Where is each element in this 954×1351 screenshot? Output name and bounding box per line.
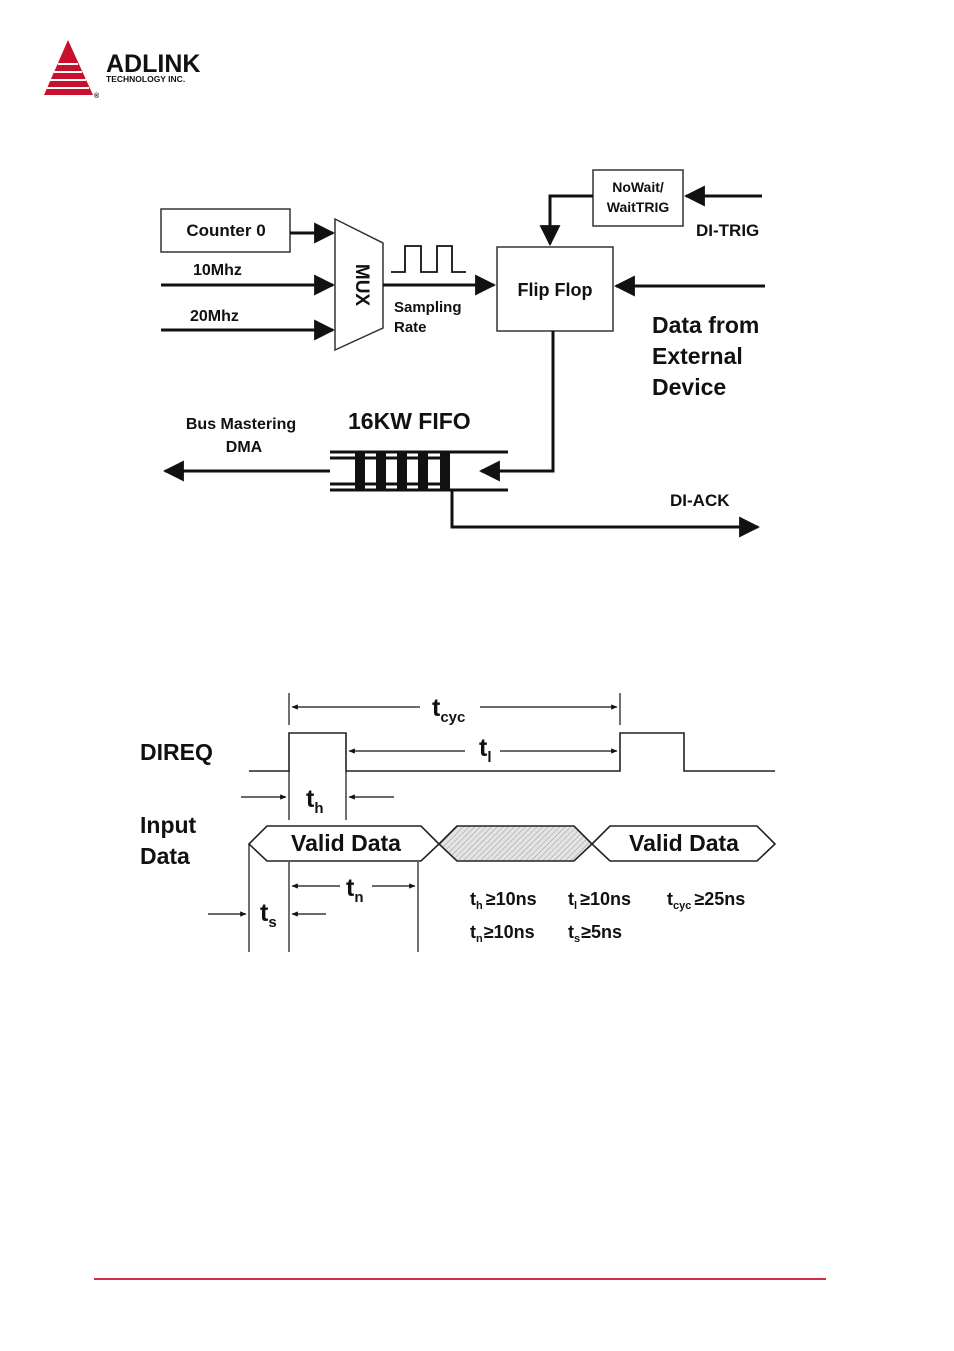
spec-tl: tl≥10ns xyxy=(568,889,631,912)
spec-ts: ts≥5ns xyxy=(568,922,622,945)
bus-label-2: DMA xyxy=(226,439,263,456)
nowait-label-1: NoWait/ xyxy=(612,179,664,195)
ts-label: ts xyxy=(260,899,277,931)
external-label-2: External xyxy=(652,343,743,369)
block-diagram: Counter 0 10Mhz 20Mhz MUX Sampling Rate … xyxy=(161,170,765,527)
spec-tn: tn≥10ns xyxy=(470,922,535,945)
mux-label: MUX xyxy=(351,264,372,307)
fifo-label: 16KW FIFO xyxy=(348,408,471,434)
flipflop-label: Flip Flop xyxy=(518,280,593,300)
tn-label: tn xyxy=(346,874,364,906)
sampling-waveform xyxy=(391,246,466,272)
nowait-label-2: WaitTRIG xyxy=(607,199,670,215)
brand-logo: ADLINK TECHNOLOGY INC. ® xyxy=(44,40,200,100)
sampling-label-1: Sampling xyxy=(394,299,462,316)
counter-label: Counter 0 xyxy=(186,221,265,240)
flipflop-to-fifo-arrow xyxy=(481,331,553,471)
transition-region xyxy=(439,826,592,861)
di-trig-label: DI-TRIG xyxy=(696,221,759,240)
valid-data-2-label: Valid Data xyxy=(629,830,739,856)
clock-20-label: 20Mhz xyxy=(190,308,239,325)
nowait-to-flipflop-arrow xyxy=(550,196,593,244)
direq-waveform xyxy=(249,733,775,771)
logo-triangle-icon xyxy=(44,40,93,95)
sampling-label-2: Rate xyxy=(394,319,427,336)
timing-diagram: DIREQ Input Data tcyc tl th Valid Data V… xyxy=(140,693,775,952)
valid-data-1-label: Valid Data xyxy=(291,830,401,856)
input-label-2: Data xyxy=(140,843,190,869)
brand-subtitle: TECHNOLOGY INC. xyxy=(106,74,185,84)
bus-label-1: Bus Mastering xyxy=(186,416,296,433)
spec-th: th≥10ns xyxy=(470,889,537,912)
registered-mark: ® xyxy=(94,92,100,100)
clock-10-label: 10Mhz xyxy=(193,262,242,279)
input-label-1: Input xyxy=(140,812,197,838)
tcyc-label: tcyc xyxy=(432,694,465,726)
external-label-3: Device xyxy=(652,374,726,400)
th-label: th xyxy=(306,785,324,817)
external-label-1: Data from xyxy=(652,312,759,338)
spec-tcyc: tcyc≥25ns xyxy=(667,889,745,912)
direq-label: DIREQ xyxy=(140,739,213,765)
tl-label: tl xyxy=(479,734,492,766)
di-ack-label: DI-ACK xyxy=(670,491,730,510)
